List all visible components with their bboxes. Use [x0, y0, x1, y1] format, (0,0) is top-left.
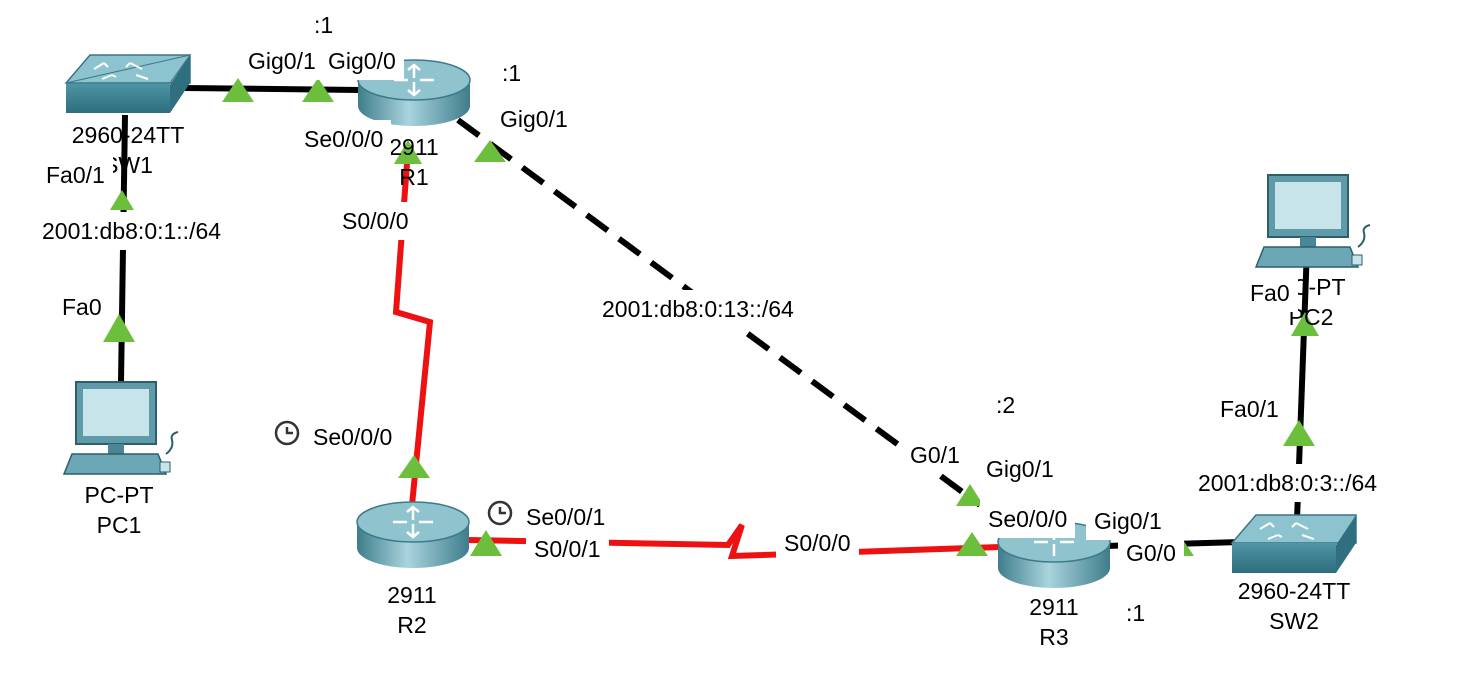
device-label-r2: 2911 R2 [372, 580, 452, 640]
router-icon[interactable] [356, 501, 470, 568]
device-name: R2 [397, 612, 427, 638]
device-name: R3 [1039, 624, 1069, 650]
port-label-r3-g01: G0/1 [902, 436, 968, 474]
port-label-sw1-gig01: Gig0/1 [240, 42, 324, 80]
port-label-r1-s000: S0/0/0 [334, 202, 417, 240]
port-label-r2-s001: S0/0/1 [526, 530, 609, 568]
port-label-r2-se000: Se0/0/0 [305, 418, 401, 456]
device-model: 2960-24TT [1237, 578, 1351, 604]
status-up-triangle [103, 314, 135, 342]
device-label-pc1: PC-PT PC1 [64, 480, 174, 540]
port-label-r2-se001: Se0/0/1 [518, 498, 614, 536]
port-label-sw2-g00: G0/0 [1118, 534, 1184, 572]
link-sw1-r1[interactable] [184, 85, 361, 93]
status-up-triangle [398, 455, 430, 478]
switch-icon[interactable] [1230, 514, 1357, 573]
device-model: 2911 [387, 582, 437, 608]
port-label-sw2-fa01: Fa0/1 [1212, 390, 1287, 428]
device-label-sw2: 2960-24TT SW2 [1224, 576, 1364, 636]
port-label-r3-s000: S0/0/0 [776, 524, 859, 562]
port-label-r1-se000: Se0/0/0 [296, 120, 392, 158]
status-up-triangle [474, 140, 506, 162]
status-up-triangle [956, 532, 988, 556]
port-label-r1-gig01: Gig0/1 [492, 100, 576, 138]
network-label-lan3: 2001:db8:0:3::/64 [1190, 464, 1386, 502]
device-label-r3: 2911 R3 [1014, 592, 1094, 652]
host-id-r3-link13: :2 [988, 386, 1024, 424]
port-label-r3-gig01: Gig0/1 [978, 450, 1062, 488]
device-model: 2911 [1029, 594, 1079, 620]
pc-icon[interactable] [62, 381, 179, 475]
port-label-r1-gig00: Gig0/0 [320, 42, 404, 80]
device-model: PC-PT [84, 482, 154, 508]
host-id-r3-lan: :1 [1118, 594, 1154, 632]
device-name: R1 [399, 164, 429, 190]
device-model: 2960-24TT [71, 122, 185, 148]
status-up-triangle [394, 140, 422, 164]
status-up-triangle [1283, 420, 1315, 446]
host-id-r1-link13: :1 [494, 54, 530, 92]
device-name: SW2 [1269, 608, 1319, 634]
port-label-r3-gig01-lan: Gig0/1 [1086, 502, 1170, 540]
device-name: PC1 [96, 512, 142, 538]
status-up-triangle [1291, 312, 1319, 336]
status-up-triangle [222, 78, 254, 102]
switch-icon[interactable] [64, 54, 192, 113]
port-label-pc1-fa0: Fa0 [54, 288, 110, 326]
port-label-sw1-fa01: Fa0/1 [38, 156, 113, 194]
clock-icon [487, 500, 513, 526]
host-id-r1-lan: :1 [306, 6, 342, 44]
network-label-lan1: 2001:db8:0:1::/64 [34, 212, 230, 250]
status-up-triangle [470, 530, 502, 556]
status-up-triangle [110, 190, 134, 210]
status-up-triangle [302, 78, 334, 102]
device-model: 2911 [389, 134, 439, 160]
pc-icon[interactable] [1254, 174, 1371, 268]
device-label-r1: 2911 R1 [378, 132, 450, 192]
status-up-triangle [956, 484, 984, 506]
port-label-r3-se000: Se0/0/0 [980, 500, 1076, 538]
link-status-indicators [103, 78, 1319, 556]
network-label-link13: 2001:db8:0:13::/64 [594, 290, 802, 328]
clock-icon [274, 420, 300, 446]
port-label-pc2-fa0: Fa0 [1242, 274, 1298, 312]
